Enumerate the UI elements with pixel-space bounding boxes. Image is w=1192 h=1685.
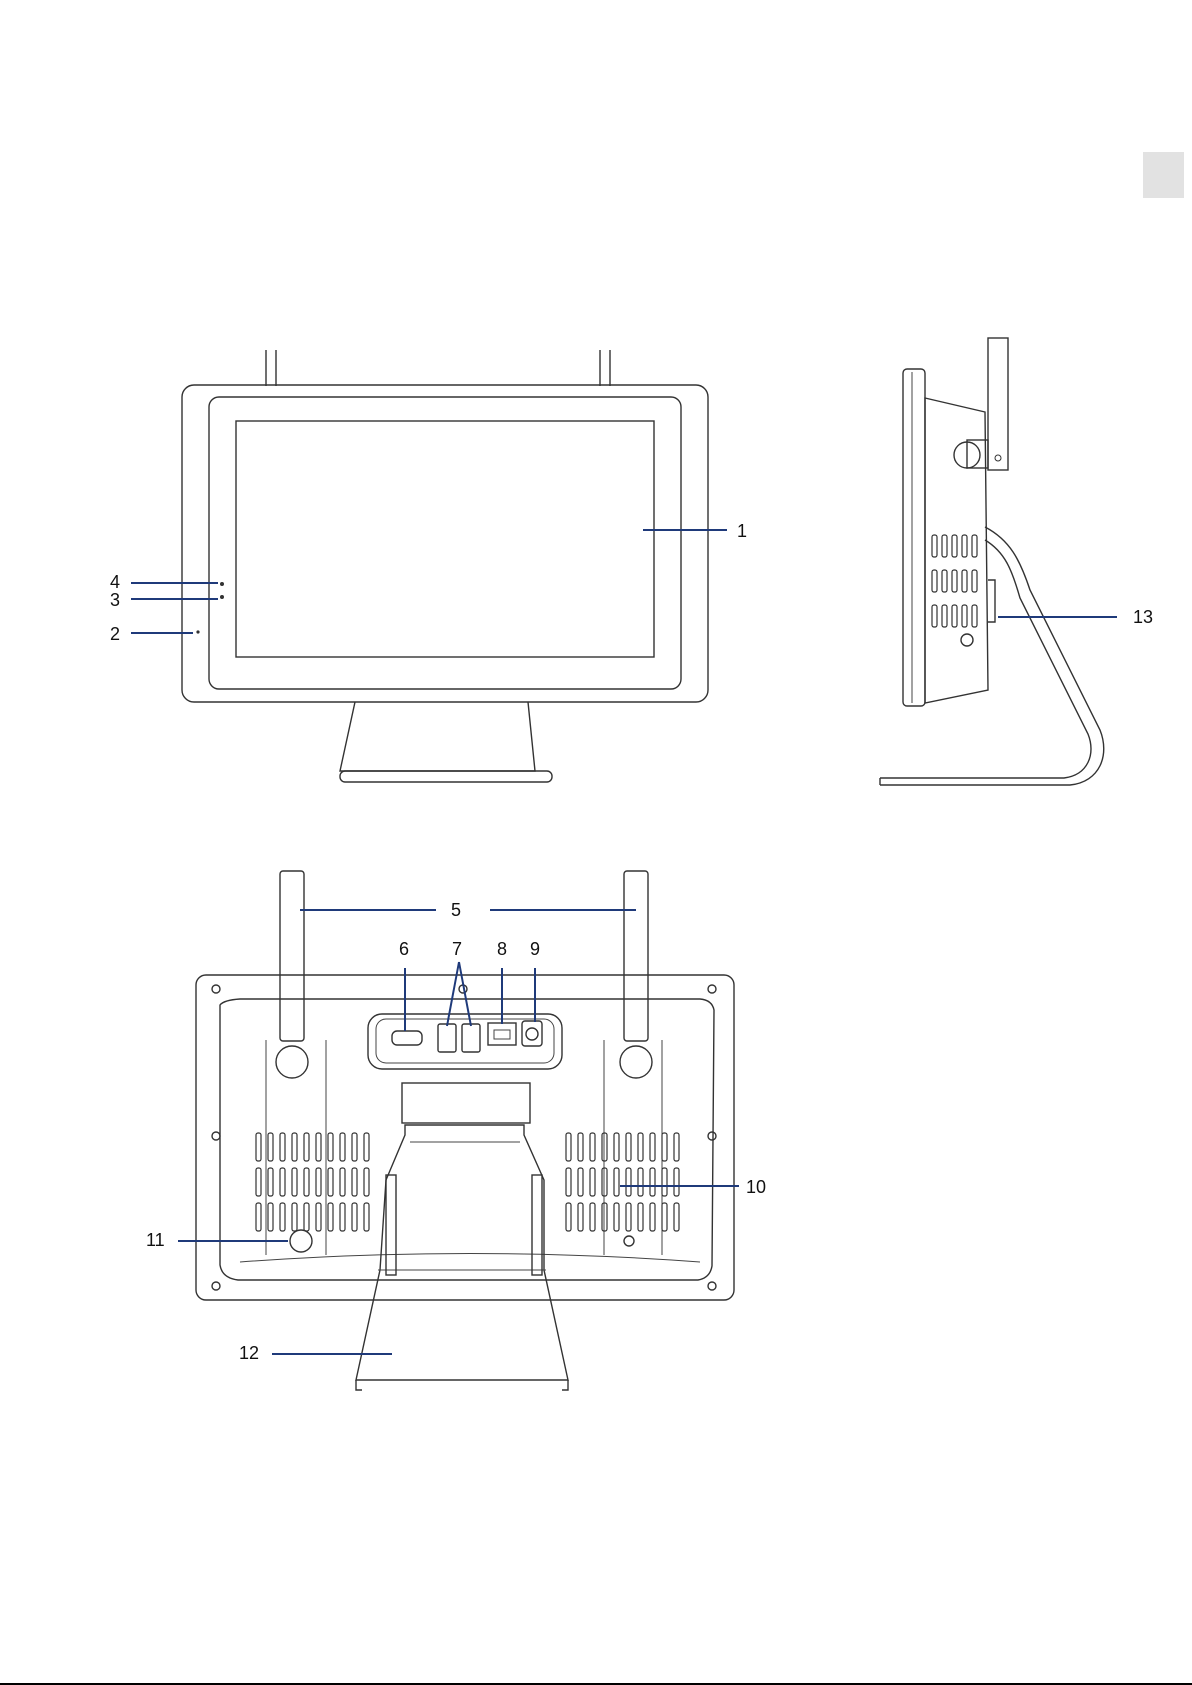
front-bezel-inner	[209, 397, 681, 689]
back-vents-right	[566, 1133, 679, 1231]
callout-5: 5	[451, 900, 461, 920]
hdmi-port	[392, 1031, 422, 1045]
callout-13: 13	[1133, 607, 1153, 627]
callout-1: 1	[737, 521, 747, 541]
callout-8: 8	[497, 939, 507, 959]
sensor-dot-3	[220, 595, 224, 599]
side-view	[880, 338, 1104, 785]
side-antenna	[988, 338, 1008, 470]
back-screw	[708, 1282, 716, 1290]
back-antenna-right	[624, 871, 648, 1041]
front-bezel-outer	[182, 385, 708, 702]
sensor-dot-2	[196, 630, 199, 633]
display-screen	[236, 421, 654, 657]
callout-7: 7	[452, 939, 462, 959]
front-view	[182, 350, 708, 782]
callout-10: 10	[746, 1177, 766, 1197]
callout-3: 3	[110, 590, 120, 610]
callout-6: 6	[399, 939, 409, 959]
back-vents-left	[256, 1133, 369, 1231]
back-screw	[212, 1132, 220, 1140]
callout-11: 11	[146, 1230, 165, 1250]
callout-2: 2	[110, 624, 120, 644]
power-button	[290, 1230, 312, 1252]
front-stand	[340, 702, 535, 771]
back-screw	[212, 985, 220, 993]
callout-4: 4	[110, 572, 120, 592]
usb-port-b	[462, 1024, 480, 1052]
back-screw	[708, 1132, 716, 1140]
back-screw	[212, 1282, 220, 1290]
lan-port	[488, 1023, 516, 1045]
sensor-dot-4	[220, 582, 224, 586]
io-panel	[368, 1014, 562, 1069]
back-stand	[356, 1125, 568, 1380]
back-antenna-left	[280, 871, 304, 1041]
side-stand-arm	[880, 527, 1104, 785]
front-stand-base	[340, 771, 552, 782]
usb-port-a	[438, 1024, 456, 1052]
callout-9: 9	[530, 939, 540, 959]
side-vents	[932, 535, 977, 627]
back-screw	[708, 985, 716, 993]
back-stand-bracket	[402, 1083, 530, 1123]
side-front-panel	[903, 369, 925, 706]
callout-12: 12	[239, 1343, 259, 1363]
back-view	[196, 871, 734, 1390]
dc-power-jack	[522, 1021, 542, 1046]
